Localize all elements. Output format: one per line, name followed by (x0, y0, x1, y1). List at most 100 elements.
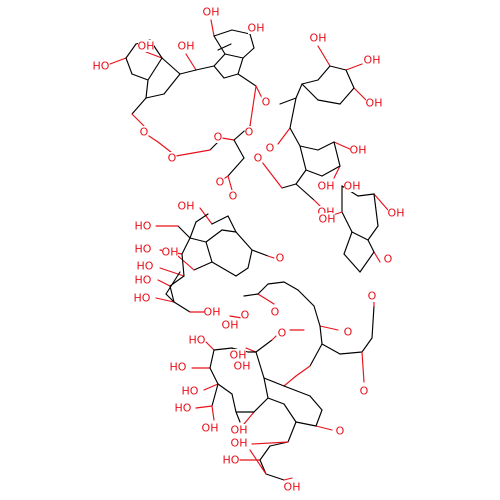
atom-label-background (284, 481, 300, 493)
bond (231, 393, 237, 413)
bond (235, 411, 241, 423)
bond (235, 231, 253, 251)
atom-label-background (388, 207, 404, 219)
bond (373, 193, 379, 227)
bond (299, 145, 319, 151)
atom-label-background (170, 361, 186, 373)
atom-label-background (178, 40, 194, 52)
atom-label-background (244, 126, 254, 138)
bond (227, 157, 245, 177)
bond (213, 29, 233, 37)
atom-label-background (139, 126, 149, 138)
bond-to-oxygen (249, 449, 267, 475)
atom-label-background (277, 327, 287, 339)
bond-to-oxygen (145, 51, 163, 59)
bond (343, 253, 361, 273)
bond (189, 221, 197, 239)
hydroxyl-group-label: HO (135, 220, 152, 233)
bond (233, 139, 245, 159)
oxygen-atom-label: O (140, 126, 149, 139)
bond (255, 339, 273, 353)
atom-label-background (253, 152, 263, 164)
bond (193, 261, 213, 271)
bond (371, 305, 375, 339)
bond (263, 377, 285, 387)
bond (125, 43, 137, 59)
bond (235, 267, 249, 277)
bond (247, 249, 253, 269)
bond (163, 73, 181, 95)
bond (343, 231, 353, 255)
hydroxyl-group-label: HO (135, 274, 152, 287)
bond (289, 97, 297, 129)
atom-label-background (162, 246, 178, 258)
bond (301, 79, 319, 85)
oxygen-atom-label: O (360, 385, 369, 398)
bond (211, 215, 229, 225)
oxygen-atom-label: O (336, 425, 345, 438)
bond-to-oxygen (317, 45, 331, 67)
atom-label-background (135, 220, 151, 232)
atom-label-background (182, 385, 198, 397)
bond-to-oxygen (295, 365, 311, 377)
bond-to-oxygen (283, 375, 297, 387)
atom-label-background (270, 306, 280, 318)
atom-label-background (310, 32, 326, 44)
bond (213, 53, 226, 67)
bond (351, 231, 369, 241)
hydroxyl-group-label: OH (178, 40, 195, 53)
bond (211, 383, 219, 407)
hydroxyl-group-label: OH (222, 319, 239, 332)
hydroxyl-group-label: OH (203, 6, 220, 19)
hydroxyl-group-label: OH (284, 481, 301, 494)
oxygen-atom-label: O (266, 142, 275, 155)
atom-label-background (319, 213, 335, 225)
bond (345, 69, 355, 89)
hydroxyl-group-label: HO (189, 334, 206, 347)
bond-to-oxygen (203, 383, 219, 391)
bond (243, 293, 259, 297)
hydroxyl-group-label: HO (93, 60, 110, 73)
hydroxyl-group-label: OH (344, 180, 361, 193)
atom-label-background (135, 274, 151, 286)
atom-label-background (240, 309, 250, 321)
bond (315, 409, 323, 427)
bond (283, 281, 299, 291)
hydroxyl-group-label: OH (366, 97, 383, 110)
bond-to-oxygen (277, 127, 291, 145)
bond (367, 225, 379, 241)
oxygen-atom-label: O (168, 152, 177, 165)
atom-label-background (344, 180, 360, 192)
bond-to-oxygen (177, 255, 195, 271)
atom-label-background (335, 425, 345, 437)
atom-label-background (231, 437, 247, 449)
atom-label-background (167, 152, 177, 164)
bond (367, 239, 375, 253)
bond-to-oxygen (333, 165, 341, 179)
hydroxyl-group-label: HO (223, 454, 240, 467)
bond (165, 271, 181, 295)
atom-label-background (366, 97, 382, 109)
bond (205, 229, 223, 243)
atom-label-background (223, 454, 239, 466)
bond (221, 229, 237, 233)
bond (217, 43, 232, 51)
bond (263, 377, 269, 399)
bond-to-oxygen (267, 255, 275, 259)
bond (267, 397, 285, 405)
bond (297, 289, 315, 307)
atom-label-background (189, 334, 205, 346)
bond (295, 169, 307, 185)
bond-to-oxygen (210, 19, 215, 37)
atom-label-background (318, 180, 334, 192)
bond-to-oxygen (261, 161, 283, 189)
bond (361, 337, 373, 353)
hydroxyl-group-label: OH (234, 360, 251, 373)
bond-to-oxygen (185, 53, 197, 71)
hydroxyl-group-label: OH (231, 424, 248, 437)
bond (237, 57, 244, 75)
oxygen-atom-label: O (344, 326, 353, 339)
bond (287, 421, 297, 443)
bond (357, 193, 375, 197)
bond-to-oxygen (271, 335, 277, 341)
